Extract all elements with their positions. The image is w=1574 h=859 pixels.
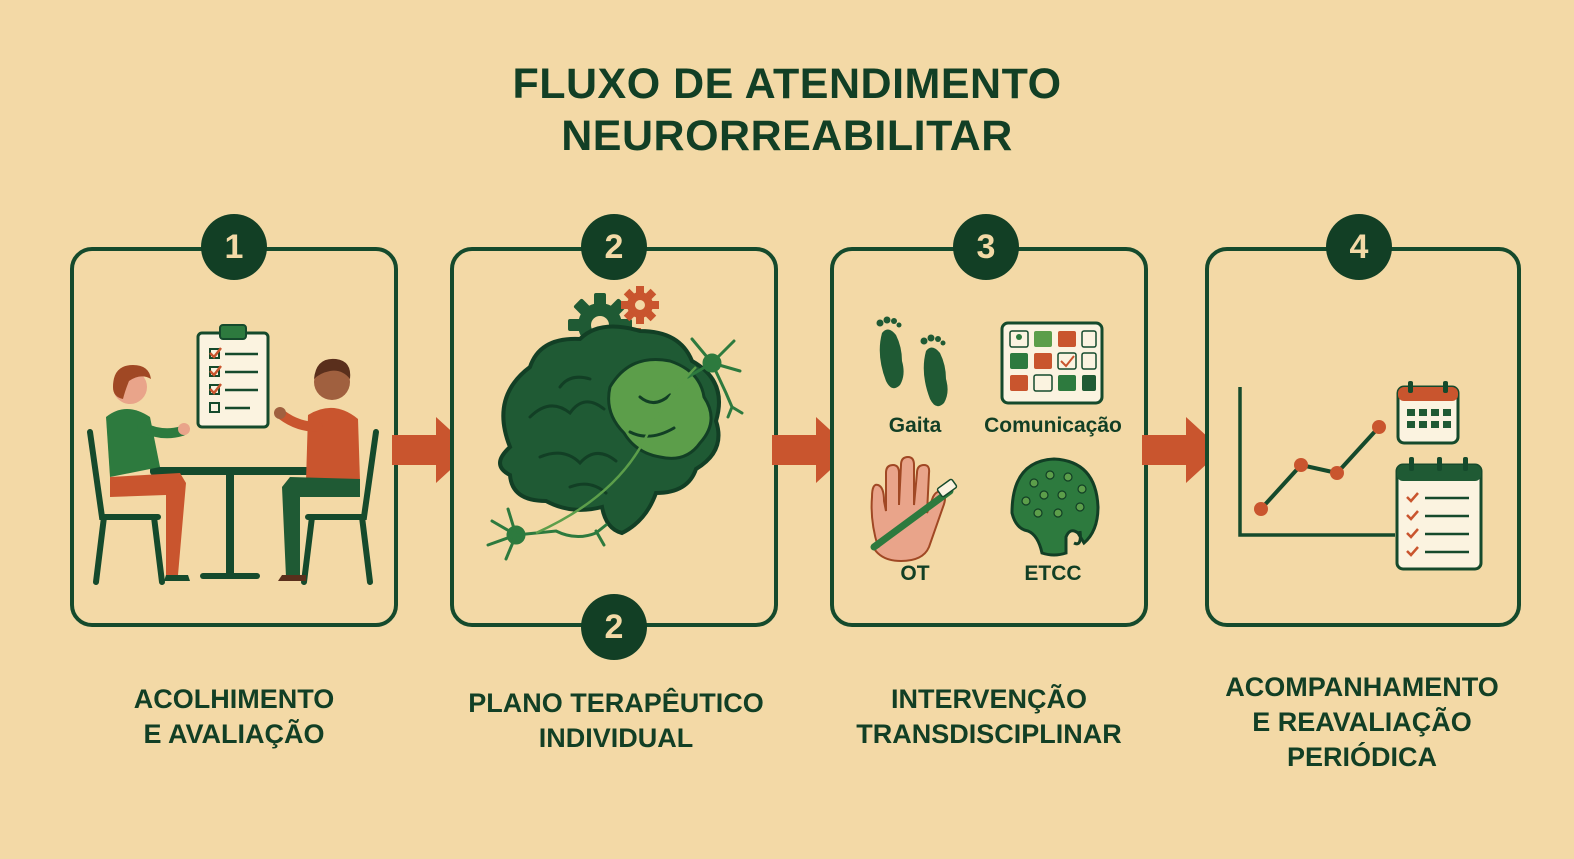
step-3-panel <box>830 247 1148 627</box>
clipboard-icon <box>196 324 270 429</box>
item-etcc-label: ETCC <box>1024 562 1082 585</box>
step-2-label-line-1: PLANO TERAPÊUTICO <box>468 688 764 718</box>
item-comunicacao-label: Comunicação <box>984 414 1122 437</box>
intervention-icons <box>870 316 1104 563</box>
communication-board-icon <box>1000 321 1104 405</box>
step-4-label-line-2: E REAVALIAÇÃO <box>1252 707 1472 737</box>
step-3-label-line-1: INTERVENÇÃO <box>890 684 1088 714</box>
step-4-label-line-1: ACOMPANHAMENTO <box>1225 672 1499 702</box>
gear-icon <box>621 286 659 324</box>
footprints-icon <box>876 316 948 407</box>
hand-toothbrush-icon <box>870 455 958 563</box>
neuron-icon <box>686 337 744 419</box>
step-4-badge: 4 <box>1326 214 1392 280</box>
checklist-calendar-icon <box>1395 457 1483 571</box>
step-1-label-line-2: E AVALIAÇÃO <box>143 719 325 749</box>
title-line-1: FLUXO DE ATENDIMENTO <box>512 60 1062 108</box>
step-4-label: ACOMPANHAMENTO E REAVALIAÇÃO PERIÓDICA <box>1195 670 1529 775</box>
neuron-icon <box>486 507 608 561</box>
item-ot-label: OT <box>900 562 930 585</box>
diagram-title: FLUXO DE ATENDIMENTO NEURORREABILITAR <box>0 58 1574 162</box>
step-2-badge: 2 <box>581 214 647 280</box>
item-gaita-label: Gaita <box>888 414 942 437</box>
step-1-label: ACOLHIMENTO E AVALIAÇÃO <box>84 682 384 752</box>
step-1-badge: 1 <box>201 214 267 280</box>
step-1-label-line-1: ACOLHIMENTO <box>133 684 335 714</box>
step-3-label: INTERVENÇÃO TRANSDISCIPLINAR <box>830 682 1148 752</box>
step-2-label: PLANO TERAPÊUTICO INDIVIDUAL <box>449 686 783 756</box>
consultation-illustration <box>87 324 379 585</box>
monitoring-illustration <box>1238 381 1483 571</box>
progress-chart-icon <box>1238 387 1395 537</box>
step-4-label-line-3: PERIÓDICA <box>1286 742 1438 772</box>
step-3-badge: 3 <box>953 214 1019 280</box>
step-2-bottom-badge: 2 <box>581 594 647 660</box>
calendar-icon <box>1396 381 1460 445</box>
step-3-label-line-2: TRANSDISCIPLINAR <box>856 719 1122 749</box>
etcc-helmet-icon <box>1010 457 1100 557</box>
flow-arrow-3 <box>1142 417 1222 483</box>
brain-illustration <box>486 286 744 561</box>
title-line-2: NEURORREABILITAR <box>561 112 1013 160</box>
step-2-label-line-2: INDIVIDUAL <box>538 723 694 753</box>
